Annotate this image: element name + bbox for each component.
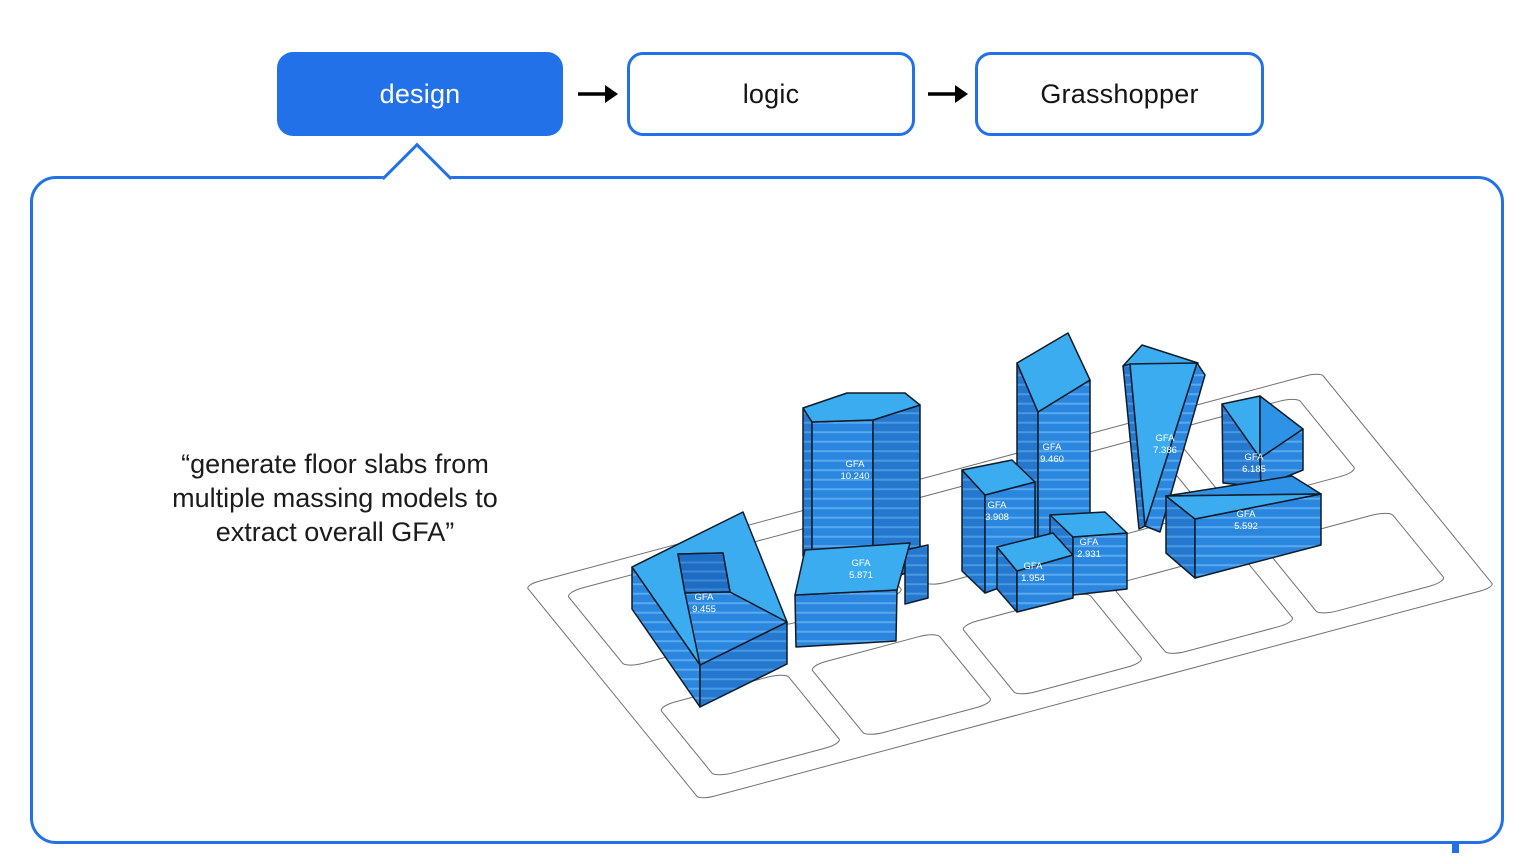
quote-line-3: extract overall GFA” [215, 517, 455, 547]
building-small-box-front [996, 532, 1074, 613]
flow-step-logic[interactable]: logic [627, 52, 915, 136]
flow-step-grasshopper-label: Grasshopper [1040, 78, 1199, 109]
flow-step-grasshopper[interactable]: Grasshopper [975, 52, 1264, 136]
quote-text: “generate floor slabs from multiple mass… [125, 447, 545, 549]
flow-step-logic-label: logic [742, 78, 800, 109]
flow-step-design-label: design [379, 78, 461, 109]
building-slant-tower [1016, 332, 1091, 550]
arrow-right-icon [578, 85, 618, 103]
building-courtyard [631, 511, 788, 708]
building-diagonal-slab [1165, 475, 1322, 579]
building-step-block [904, 544, 929, 605]
building-hex-tower [802, 392, 921, 586]
quote-line-2: multiple massing models to [172, 483, 498, 513]
building-funnel-box [1221, 395, 1304, 488]
arrow-right-icon [928, 85, 968, 103]
building-podium [794, 542, 911, 648]
clipped-edge-mark [1452, 843, 1459, 853]
quote-line-1: “generate floor slabs from [181, 449, 489, 479]
flow-step-design[interactable]: design [277, 52, 563, 136]
building-wedge-tower [1122, 344, 1206, 533]
